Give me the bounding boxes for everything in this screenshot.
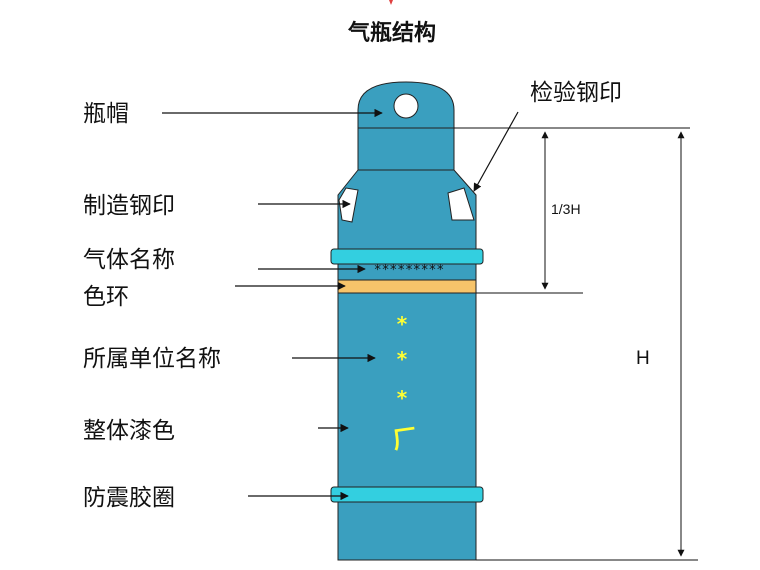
gas-name-stars: ********* xyxy=(374,263,444,278)
label-gas-name: 气体名称 xyxy=(83,247,175,273)
title-accent-mark xyxy=(389,0,393,5)
cap-hole xyxy=(393,93,419,119)
lower-rubber-ring xyxy=(330,486,484,503)
owner-star-3: * xyxy=(397,386,408,410)
cylinder-neck xyxy=(357,127,455,171)
arrow-inspection-stamp xyxy=(473,111,519,192)
owner-star-2: * xyxy=(397,347,408,371)
color-ring xyxy=(337,279,477,294)
dim-height-label: H xyxy=(636,348,650,369)
owner-star-1: * xyxy=(397,312,408,336)
upper-rubber-ring xyxy=(330,248,484,265)
label-cap: 瓶帽 xyxy=(83,101,129,127)
cylinder xyxy=(330,81,484,561)
dim-third-height-label: 1/3H xyxy=(551,201,581,217)
label-owner-name: 所属单位名称 xyxy=(83,346,221,372)
label-manufacture-stamp: 制造钢印 xyxy=(83,193,175,219)
diagram-title: 气瓶结构 xyxy=(347,20,436,46)
inspection-stamp-area xyxy=(447,187,475,221)
label-body-paint: 整体漆色 xyxy=(83,418,175,444)
label-rubber-ring: 防震胶圈 xyxy=(83,485,175,511)
label-inspection-stamp: 检验钢印 xyxy=(530,80,622,106)
factory-char: 厂 xyxy=(391,423,419,454)
label-color-ring: 色环 xyxy=(83,284,129,310)
